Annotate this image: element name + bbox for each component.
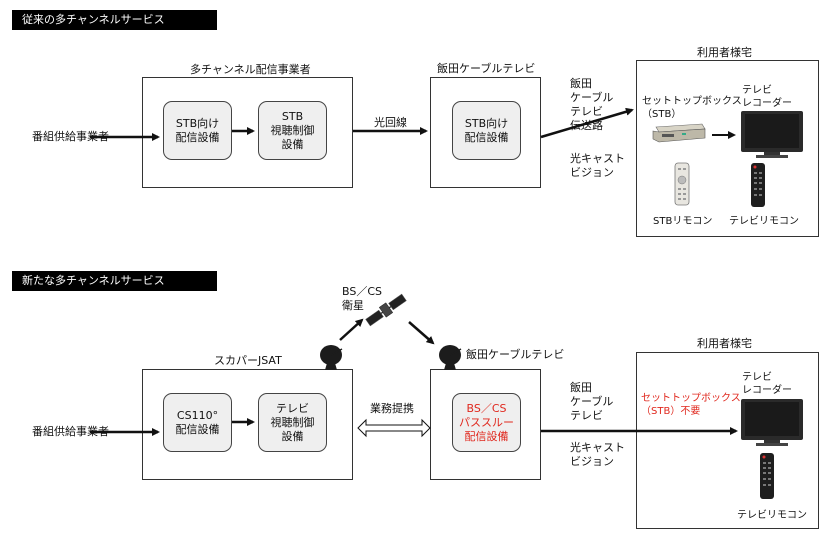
section1-link-label: 光回線 [374, 116, 407, 129]
satellite-dish-icon [439, 345, 462, 370]
satellite-label: BS／CS 衛星 [342, 285, 382, 312]
stb-remote-icon [674, 162, 690, 206]
partnership-double-arrow [357, 418, 431, 438]
section1-cable-inner-box: STB向け 配信設備 [452, 101, 521, 160]
section2-provider-box1: CS110° 配信設備 [163, 393, 232, 452]
arrow-satellite-to-dish [408, 321, 435, 345]
section2-provider-title: スカパーJSAT [214, 354, 282, 367]
satellite-dish-icon [320, 345, 343, 370]
section1-provider-box1: STB向け 配信設備 [163, 101, 232, 160]
section2-cable-inner-box: BS／CS パススルー 配信設備 [452, 393, 521, 452]
section1-provider-box2: STB 視聴制御 設備 [258, 101, 327, 160]
section2-home-box [636, 352, 819, 529]
tv-icon [741, 399, 803, 446]
section1-stb-remote-label: STBリモコン [653, 216, 713, 227]
section1-route-label: 飯田 ケーブル テレビ 伝送路 [570, 77, 614, 132]
section2-banner: 新たな多チャンネルサービス [12, 271, 217, 291]
section1-cable-title: 飯田ケーブルテレビ [437, 62, 536, 75]
arrow-dish-to-satellite [339, 318, 364, 341]
section1-tv-remote-label: テレビリモコン [729, 216, 799, 227]
section2-route-label2: 光キャスト ビジョン [570, 441, 625, 468]
section2-tv-label: テレビ レコーダー [742, 372, 792, 396]
section2-home-title: 利用者様宅 [697, 337, 752, 350]
section2-cable-title: 飯田ケーブルテレビ [466, 348, 565, 361]
section2-tv-remote-label: テレビリモコン [737, 510, 807, 521]
partnership-label: 業務提携 [370, 402, 414, 415]
section1-home-title: 利用者様宅 [697, 46, 752, 59]
section2-source-label: 番組供給事業者 [32, 425, 109, 438]
section1-source-label: 番組供給事業者 [32, 130, 109, 143]
stb-not-needed-label: セットトップボックス （STB）不要 [641, 393, 741, 417]
section1-stb-label: セットトップボックス （STB） [642, 96, 742, 120]
satellite-icon [365, 293, 407, 327]
stb-device-icon [652, 123, 706, 143]
section2-route-label: 飯田 ケーブル テレビ [570, 381, 614, 422]
section2-provider-box2: テレビ 視聴制御 設備 [258, 393, 327, 452]
tv-remote-icon [760, 453, 774, 499]
section1-tv-label: テレビ レコーダー [742, 85, 792, 109]
tv-remote-icon [751, 163, 765, 207]
section1-route-label2: 光キャスト ビジョン [570, 152, 625, 179]
section1-banner: 従来の多チャンネルサービス [12, 10, 217, 30]
section1-provider-title: 多チャンネル配信事業者 [190, 63, 311, 76]
tv-icon [741, 111, 803, 158]
